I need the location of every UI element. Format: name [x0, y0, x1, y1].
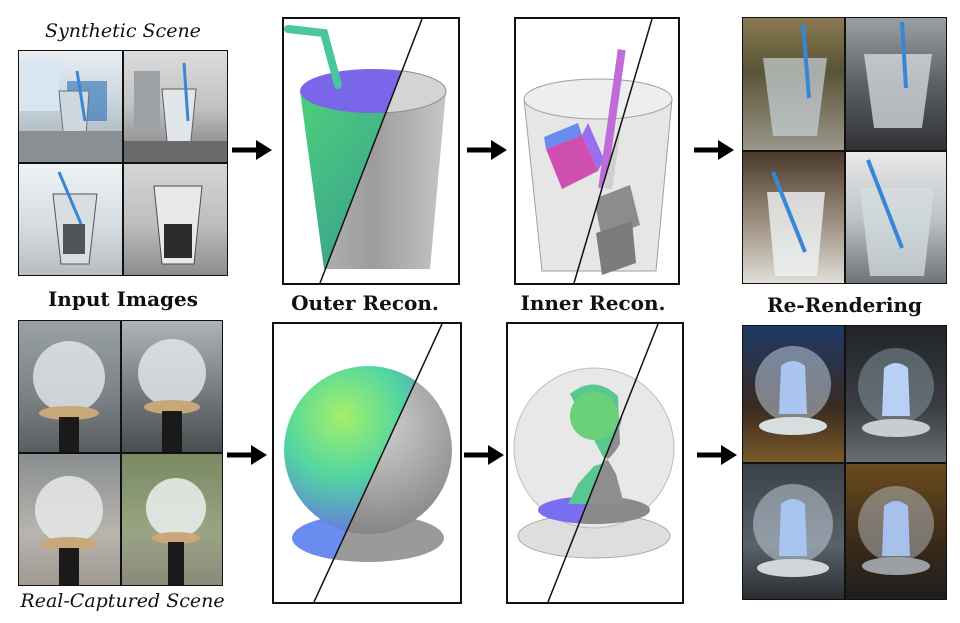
outer-recon-label: Outer Recon. [291, 291, 439, 315]
rerendered-image [845, 326, 946, 462]
rerendering-cup-grid [742, 17, 947, 284]
arrow-right-icon [232, 140, 272, 160]
input-image [124, 164, 227, 275]
outer-recon-cup-panel [282, 17, 460, 285]
input-image [19, 51, 122, 162]
arrow-right-icon [694, 140, 734, 160]
synthetic-scene-label: Synthetic Scene [45, 20, 201, 42]
inner-recon-cup-panel [514, 17, 680, 285]
input-image [19, 321, 120, 452]
input-images-label: Input Images [47, 287, 199, 311]
arrow-right-icon [697, 445, 737, 465]
input-image [121, 454, 222, 585]
synthetic-input-images-grid [18, 50, 228, 276]
arrow-right-icon [467, 140, 507, 160]
rerendered-image [845, 463, 946, 599]
inner-recon-label: Inner Recon. [520, 291, 666, 315]
inner-recon-globe-panel [506, 322, 684, 604]
rerendered-image [845, 151, 946, 283]
real-captured-input-images-grid [18, 320, 223, 586]
rerendered-image [743, 151, 844, 283]
rerendered-image [845, 18, 946, 150]
rerendered-image [743, 18, 844, 150]
re-rendering-label: Re-Rendering [767, 293, 922, 317]
rerendered-image [743, 326, 844, 462]
real-captured-scene-label: Real-Captured Scene [20, 590, 225, 612]
arrow-right-icon [464, 445, 504, 465]
input-image [19, 164, 122, 275]
outer-recon-globe-panel [272, 322, 462, 604]
input-image [121, 321, 222, 452]
input-image [124, 51, 227, 162]
input-image [19, 454, 120, 585]
rerendered-image [743, 463, 844, 599]
rerendering-globe-grid [742, 325, 947, 600]
arrow-right-icon [227, 445, 267, 465]
